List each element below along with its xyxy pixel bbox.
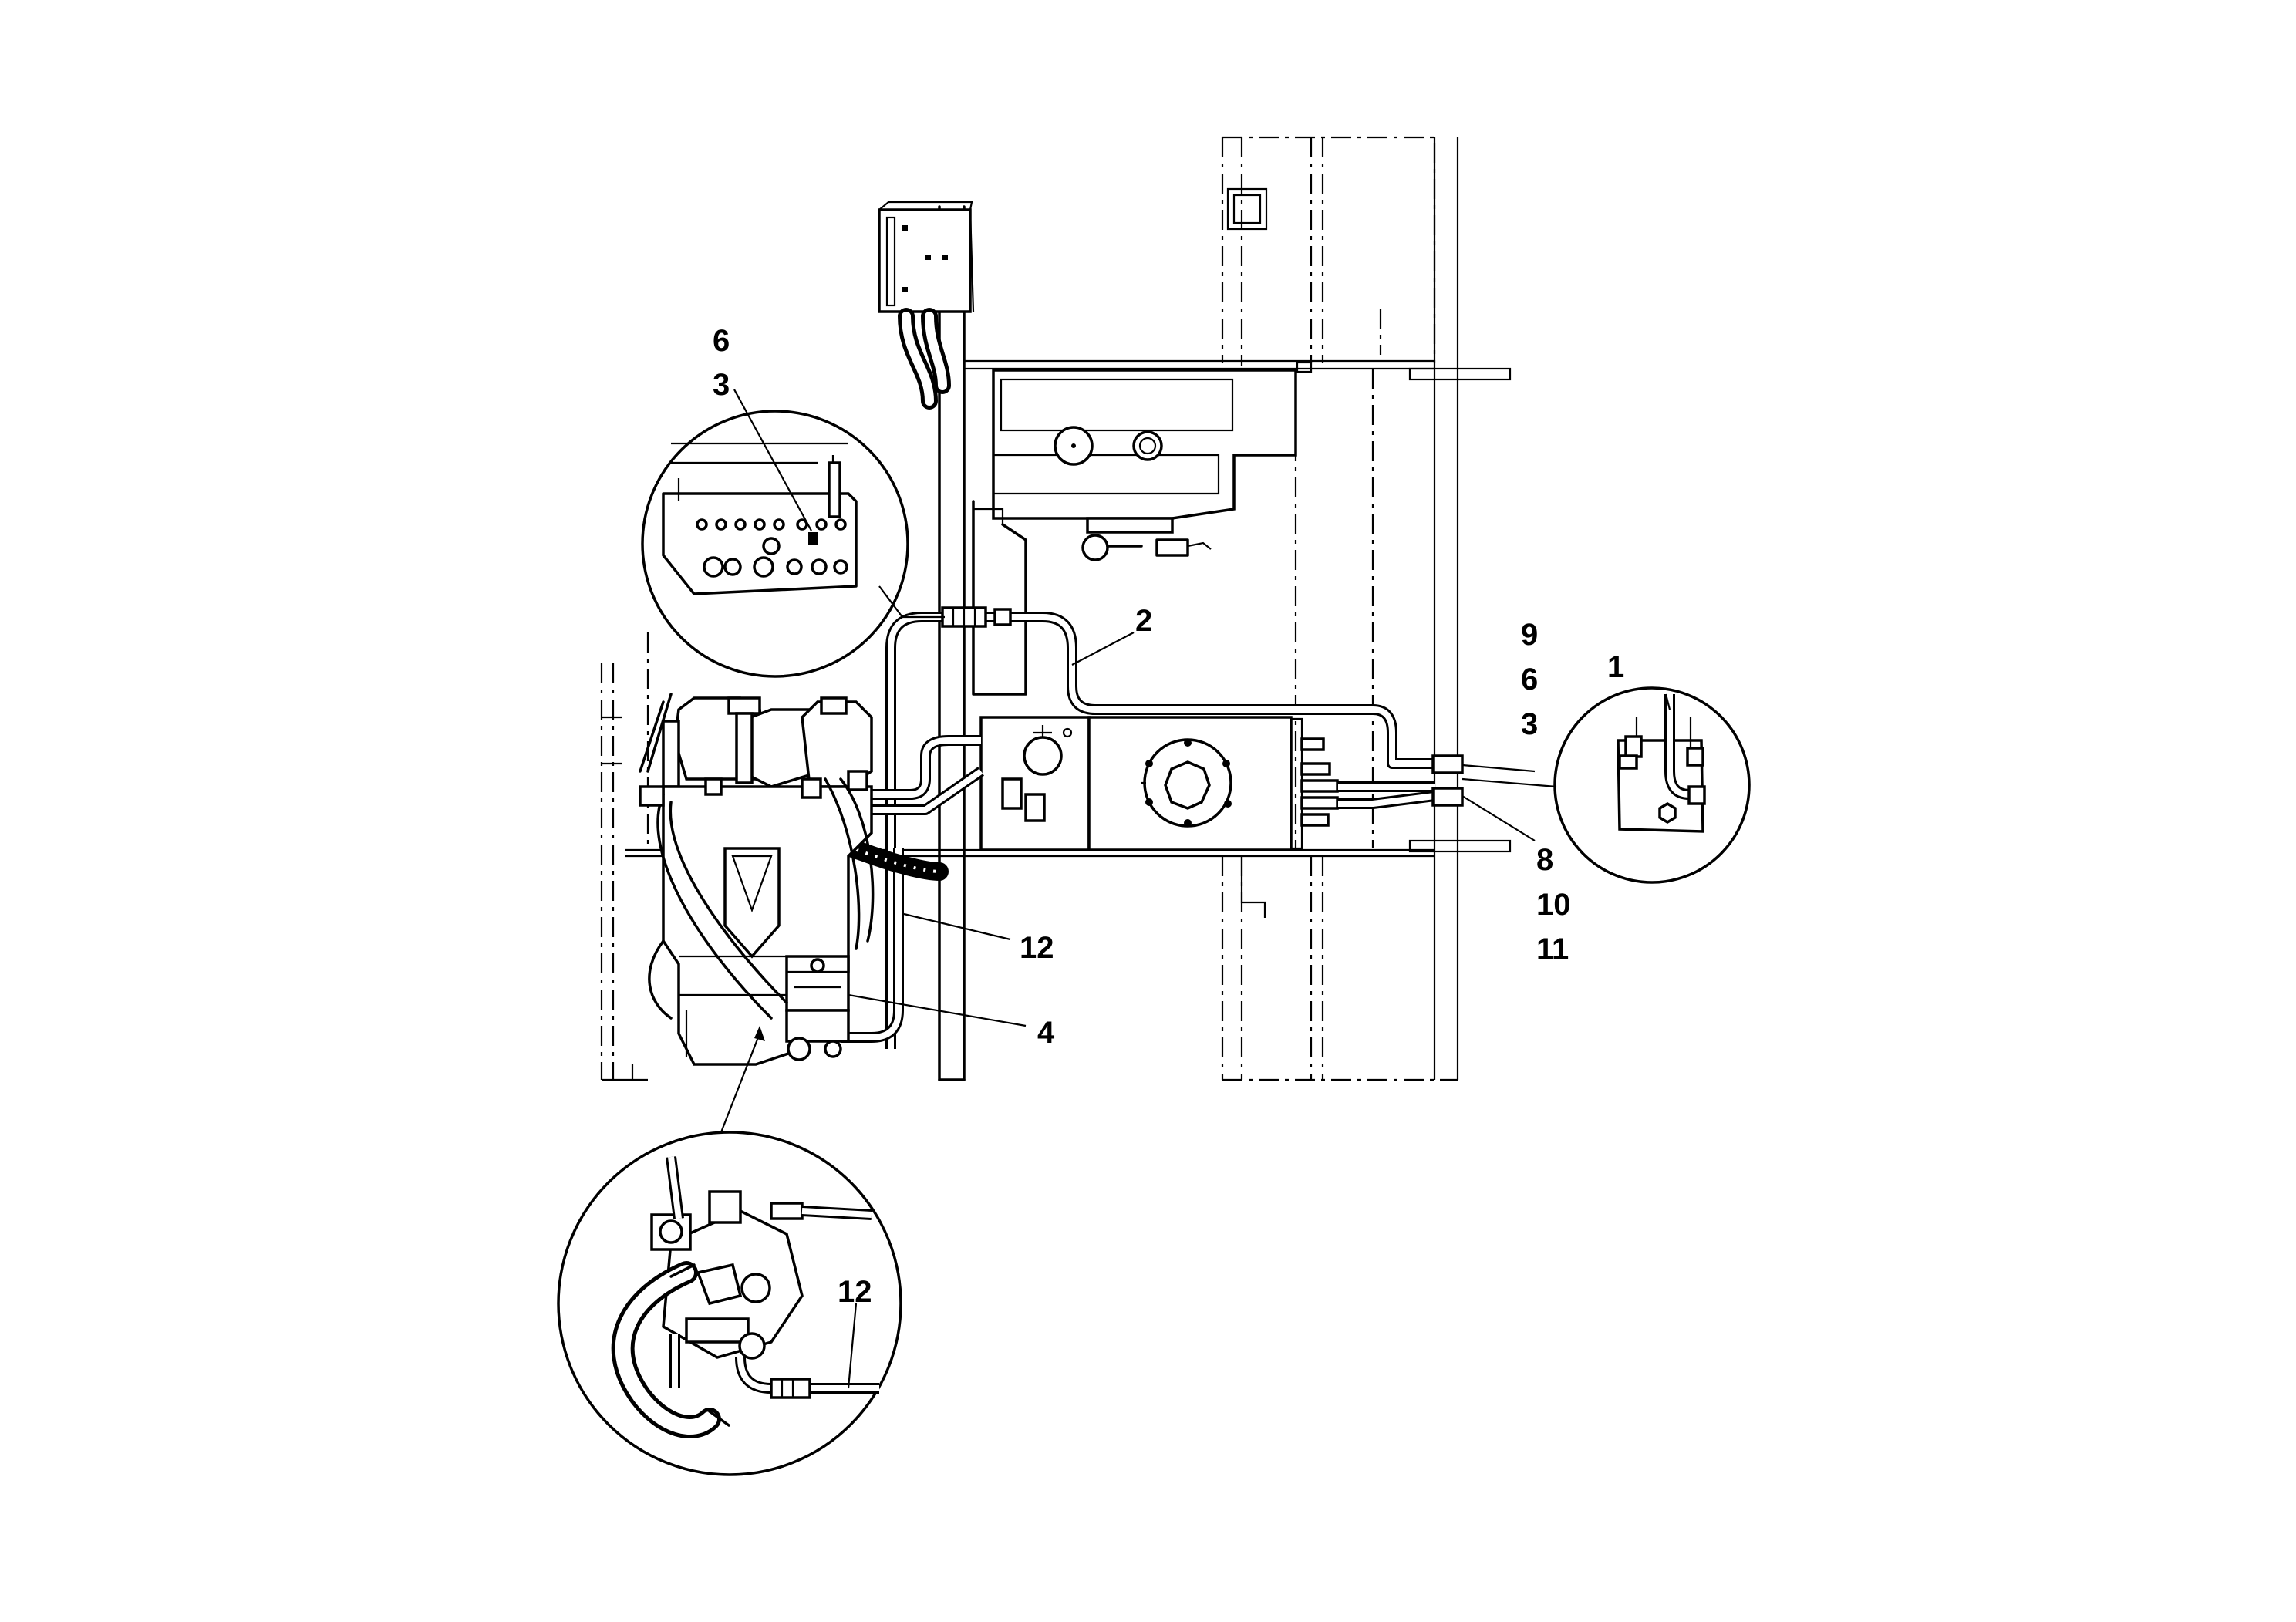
control-box: [878, 201, 975, 410]
callout-10: 10: [1536, 888, 1571, 922]
callout-9: 9: [1521, 618, 1538, 652]
hydraulic-tank: [979, 716, 1339, 851]
callout-3-right: 3: [1521, 707, 1538, 741]
detail-view-pump: [557, 1026, 902, 1476]
detail-view-control-panel: [641, 410, 945, 678]
callout-8: 8: [1536, 843, 1553, 877]
callout-2: 2: [1135, 604, 1152, 638]
callout-11: 11: [1536, 932, 1569, 966]
callout-12-detail: 12: [838, 1275, 872, 1309]
callout-12-main: 12: [1020, 931, 1054, 965]
pump-assembly: [639, 693, 875, 1066]
callout-6-right: 6: [1521, 663, 1538, 696]
callout-1: 1: [1607, 650, 1624, 684]
upper-tank: [972, 361, 1313, 696]
callout-labels: 6 3 2 9 6 3 1 8 10 11 12 4 12: [713, 324, 1624, 1309]
detail-view-fittings: [1462, 686, 1751, 884]
callout-3-upper: 3: [713, 368, 730, 402]
callout-6-upper: 6: [713, 324, 730, 358]
leader-lines: [733, 389, 1671, 1389]
callout-4: 4: [1037, 1016, 1055, 1050]
